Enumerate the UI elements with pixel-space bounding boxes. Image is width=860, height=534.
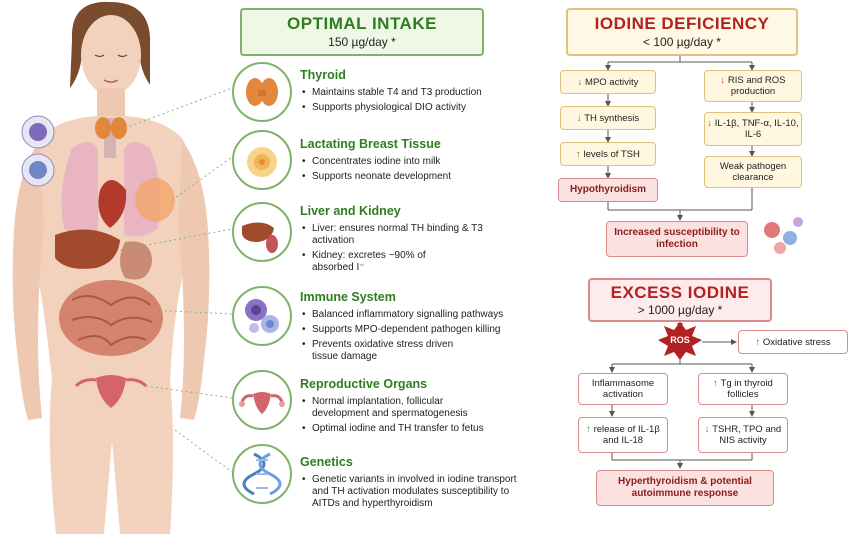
- down-arrow-icon: ↓: [704, 424, 710, 435]
- bullet: Liver: ensures normal TH binding & T3 ac…: [300, 223, 490, 247]
- section-liver-kidney: Liver and Kidney Liver: ensures normal T…: [300, 204, 490, 277]
- box-text: Inflammasome activation: [591, 378, 655, 400]
- box-text: Increased susceptibility to infection: [614, 227, 740, 250]
- dna-icon: [232, 444, 292, 504]
- infection-outcome-box: Increased susceptibility to infection: [606, 221, 748, 257]
- down-arrow-icon: ↓: [576, 112, 582, 124]
- hyperthyroidism-outcome-box: Hyperthyroidism & potential autoimmune r…: [596, 470, 774, 506]
- inflammasome-box: Inflammasome activation: [578, 373, 668, 405]
- up-arrow-icon: ↑: [586, 424, 591, 435]
- box-text: MPO activity: [585, 76, 639, 88]
- immune-cells-icon: [232, 286, 292, 346]
- tshr-box: ↓ TSHR, TPO and NIS activity: [698, 417, 788, 453]
- thyroid-icon: [232, 62, 292, 122]
- bullet: Supports neonate development: [300, 171, 535, 183]
- down-arrow-icon: ↓: [707, 118, 713, 129]
- box-text: TH synthesis: [584, 112, 640, 124]
- bullet: Kidney: excretes ~90% of absorbed I⁻: [300, 250, 452, 274]
- section-reproductive: Reproductive Organs Normal implantation,…: [300, 377, 515, 438]
- optimal-intake-header: OPTIMAL INTAKE 150 µg/day *: [240, 8, 484, 56]
- section-title: Liver and Kidney: [300, 204, 401, 218]
- deficiency-mpo-box: ↓ MPO activity: [560, 70, 656, 94]
- box-text: TSHR, TPO and NIS activity: [712, 424, 782, 446]
- section-immune: Immune System Balanced inflammatory sign…: [300, 290, 540, 366]
- excess-dose: > 1000 µg/day *: [637, 303, 723, 317]
- bullet: Optimal iodine and TH transfer to fetus: [300, 423, 515, 435]
- connector-lines: [119, 87, 233, 473]
- hypothyroidism-box: Hypothyroidism: [558, 178, 658, 202]
- section-title: Lactating Breast Tissue: [300, 137, 441, 151]
- box-text: Tg in thyroid follicles: [720, 378, 773, 400]
- liver-kidney-icon: [232, 202, 292, 262]
- bullet: Prevents oxidative stress driven tissue …: [300, 339, 482, 363]
- excess-title: EXCESS IODINE: [610, 283, 750, 302]
- il-release-box: ↑ release of IL-1β and IL-18: [578, 417, 668, 453]
- deficiency-clearance-box: Weak pathogen clearance: [704, 156, 802, 188]
- up-arrow-icon: ↑: [755, 336, 761, 348]
- optimal-intake-title: OPTIMAL INTAKE: [287, 14, 437, 33]
- oxidative-stress-box: ↑ Oxidative stress: [738, 330, 848, 354]
- tg-box: ↑ Tg in thyroid follicles: [698, 373, 788, 405]
- pathogen-icon: [764, 217, 803, 254]
- box-text: Oxidative stress: [762, 336, 831, 348]
- section-breast: Lactating Breast Tissue Concentrates iod…: [300, 137, 535, 186]
- deficiency-th-box: ↓ TH synthesis: [560, 106, 656, 130]
- section-title: Reproductive Organs: [300, 377, 428, 391]
- bullet: Genetic variants in involved in iodine t…: [300, 474, 525, 510]
- bullet: Supports MPO-dependent pathogen killing: [300, 324, 540, 336]
- bullet: Normal implantation, follicular developm…: [300, 396, 497, 420]
- bullet: Maintains stable T4 and T3 production: [300, 87, 535, 99]
- body-illustration: [12, 1, 210, 534]
- ros-burst-icon: [658, 322, 702, 360]
- optimal-intake-dose: 150 µg/day *: [328, 35, 396, 49]
- section-genetics: Genetics Genetic variants in involved in…: [300, 455, 525, 513]
- section-title: Immune System: [300, 290, 396, 304]
- box-text: IL-1β, TNF-α, IL-10, IL-6: [714, 118, 799, 140]
- box-text: RIS and ROS production: [727, 75, 786, 97]
- deficiency-tsh-box: ↑ levels of TSH: [560, 142, 656, 166]
- box-text: levels of TSH: [583, 148, 640, 160]
- up-arrow-icon: ↑: [576, 148, 581, 160]
- up-arrow-icon: ↑: [713, 378, 718, 389]
- section-title: Thyroid: [300, 68, 346, 82]
- box-text: Weak pathogen clearance: [719, 161, 787, 183]
- ros-label: ROS: [670, 335, 690, 345]
- bullet: Concentrates iodine into milk: [300, 156, 535, 168]
- flow-arrows: [605, 52, 803, 469]
- deficiency-ris-box: ↓ RIS and ROS production: [704, 70, 802, 102]
- uterus-icon: [232, 370, 292, 430]
- deficiency-cytokine-box: ↓ IL-1β, TNF-α, IL-10, IL-6: [704, 112, 802, 146]
- excess-header: EXCESS IODINE > 1000 µg/day *: [588, 278, 772, 322]
- down-arrow-icon: ↓: [720, 75, 726, 86]
- down-arrow-icon: ↓: [577, 76, 583, 88]
- deficiency-title: IODINE DEFICIENCY: [594, 14, 770, 33]
- box-text: release of IL-1β and IL-18: [593, 424, 660, 446]
- box-text: Hyperthyroidism & potential autoimmune r…: [618, 476, 752, 499]
- box-text: Hypothyroidism: [569, 184, 647, 195]
- section-thyroid: Thyroid Maintains stable T4 and T3 produ…: [300, 68, 535, 117]
- deficiency-dose: < 100 µg/day *: [643, 35, 721, 49]
- bullet: Supports physiological DIO activity: [300, 102, 535, 114]
- bullet: Balanced inflammatory signalling pathway…: [300, 309, 540, 321]
- deficiency-header: IODINE DEFICIENCY < 100 µg/day *: [566, 8, 798, 56]
- section-title: Genetics: [300, 455, 353, 469]
- breast-tissue-icon: [232, 130, 292, 190]
